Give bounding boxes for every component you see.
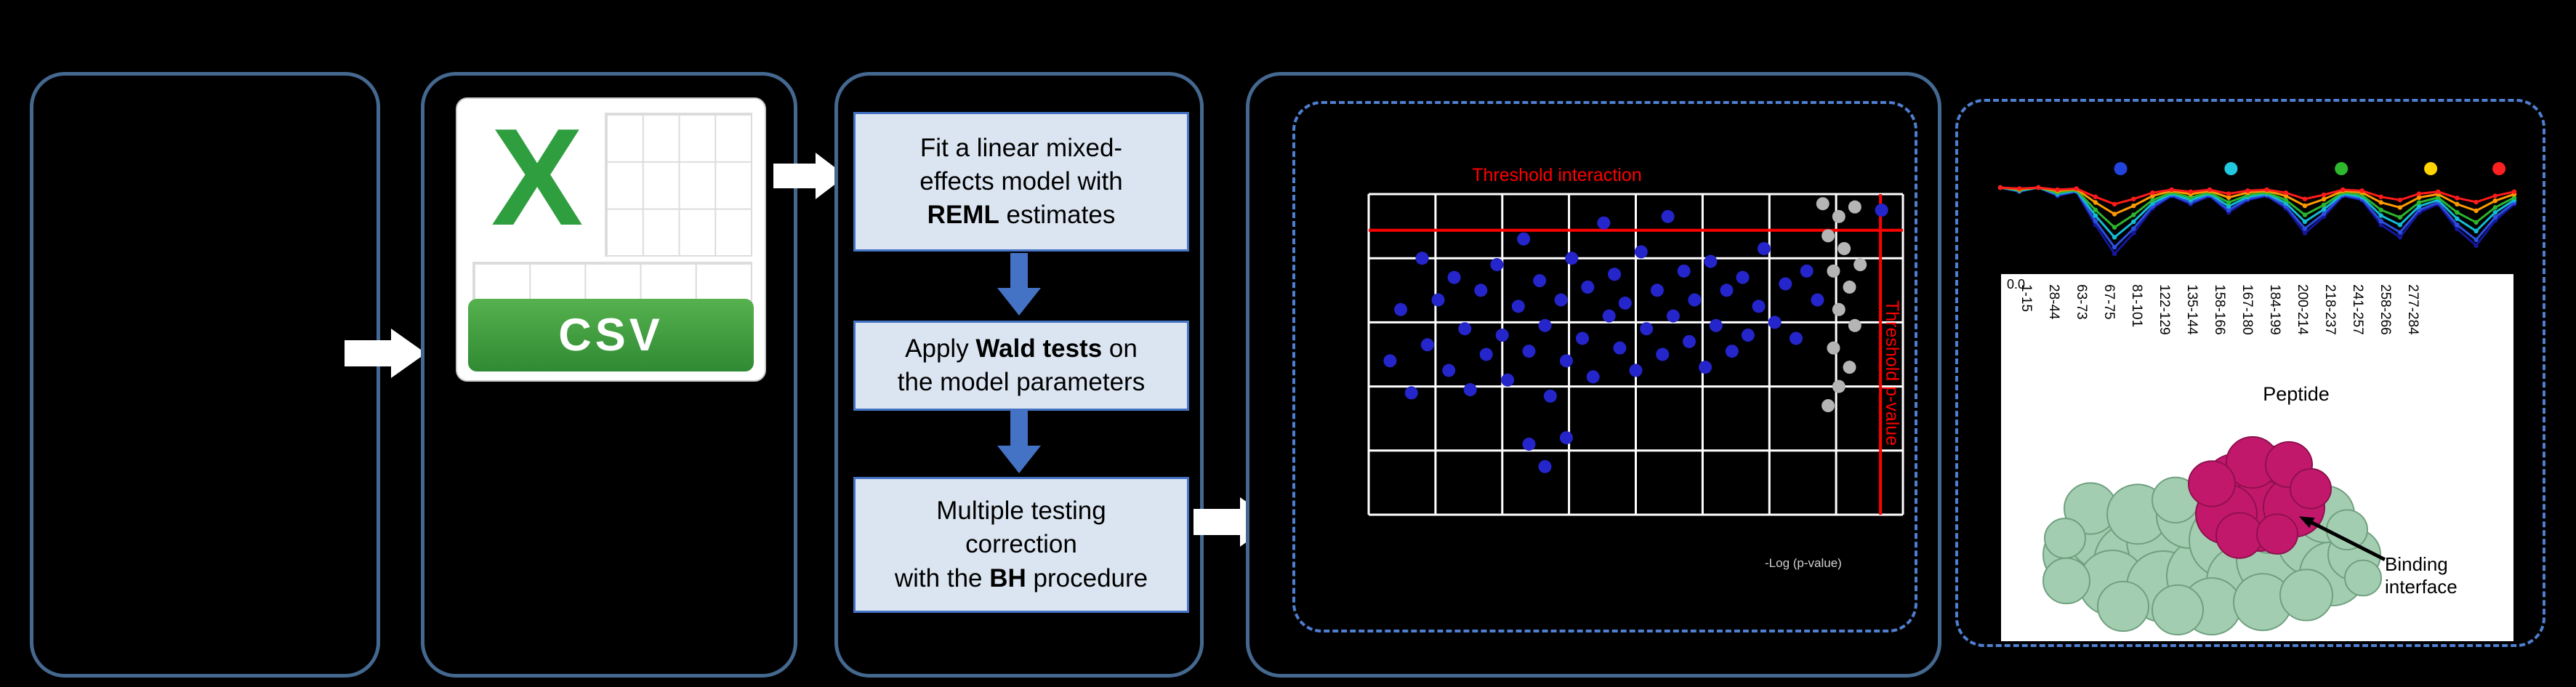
peptide-axis: 1-15 28-44 63-73 67-75 81-101 122-129 135-144 1… xyxy=(2018,284,2420,390)
excel-x-logo: X xyxy=(491,100,584,255)
spreadsheet-grid-icon xyxy=(605,113,752,257)
y-axis-tick-label: 0.0 xyxy=(2007,277,2026,292)
binding-interface-label: Binding interface xyxy=(2385,553,2458,598)
volcano-plot-svg xyxy=(1367,193,1904,516)
flow-down-arrow-icon xyxy=(997,253,1041,316)
csv-file-icon: X CSV xyxy=(456,97,766,382)
peptide-tick-label: 135-144 xyxy=(2183,284,2199,335)
peptide-tick-label: 122-129 xyxy=(2156,284,2172,335)
step-text-1: Fit a linear mixed- effects model with R… xyxy=(919,133,1123,230)
step-text-3: Multiple testing correction with the BH … xyxy=(894,497,1148,592)
volcano-scatter-plot: -Log (p-value) xyxy=(1367,193,1904,570)
peptide-tick-label: 81-101 xyxy=(2128,284,2144,328)
threshold-interaction-label: Threshold interaction xyxy=(1472,165,1642,185)
peptide-tick-label: 63-73 xyxy=(2073,284,2089,320)
peptide-tick-label: 28-44 xyxy=(2045,284,2061,320)
protein-structure-image xyxy=(2042,436,2386,636)
step-box-3: Multiple testing correction with the BH … xyxy=(853,477,1189,613)
peptide-tick-label: 167-180 xyxy=(2239,284,2255,335)
peptide-tick-label: 1-15 xyxy=(2018,284,2034,313)
peptide-axis-title: Peptide xyxy=(2263,383,2330,405)
step-box-1: Fit a linear mixed- effects model with R… xyxy=(853,112,1189,252)
peptide-tick-label: 277-284 xyxy=(2404,284,2420,335)
pipeline-panel: Fit a linear mixed- effects model with R… xyxy=(834,72,1204,678)
step-text-2: Apply Wald tests on the model parameters xyxy=(897,334,1146,396)
peptide-tick-label: 218-237 xyxy=(2322,284,2338,335)
peptide-tick-label: 158-166 xyxy=(2211,284,2227,335)
volcano-panel: Threshold interaction -Log (p-value) Thr… xyxy=(1246,72,1941,678)
results-white-panel: 0.0 1-15 28-44 63-73 67-75 81-101 122-129 135-… xyxy=(2001,274,2513,641)
volcano-dashed-box: Threshold interaction -Log (p-value) Thr… xyxy=(1292,101,1917,632)
results-dashed-box: 0.0 1-15 28-44 63-73 67-75 81-101 122-129 135-… xyxy=(1955,99,2545,647)
spreadsheet-grid-lower-icon xyxy=(472,262,752,305)
flow-right-arrow-icon xyxy=(773,153,846,199)
peptide-tick-label: 200-214 xyxy=(2294,284,2310,335)
step-box-2: Apply Wald tests on the model parameters xyxy=(853,321,1189,411)
deuterium-uptake-chart xyxy=(1997,162,2517,257)
peptide-tick-label: 258-266 xyxy=(2377,284,2393,335)
input-panel xyxy=(30,72,380,678)
flow-down-arrow-icon xyxy=(997,411,1041,473)
peptide-tick-label: 67-75 xyxy=(2101,284,2117,320)
flow-right-arrow-icon xyxy=(345,329,426,378)
pvalue-axis-note: -Log (p-value) xyxy=(1765,556,1842,570)
csv-panel: X CSV xyxy=(421,72,797,678)
peptide-tick-label: 184-199 xyxy=(2266,284,2282,335)
peptide-tick-label: 241-257 xyxy=(2349,284,2365,335)
threshold-pvalue-label: Threshold p-value xyxy=(1882,300,1902,446)
csv-banner-label: CSV xyxy=(467,298,754,372)
